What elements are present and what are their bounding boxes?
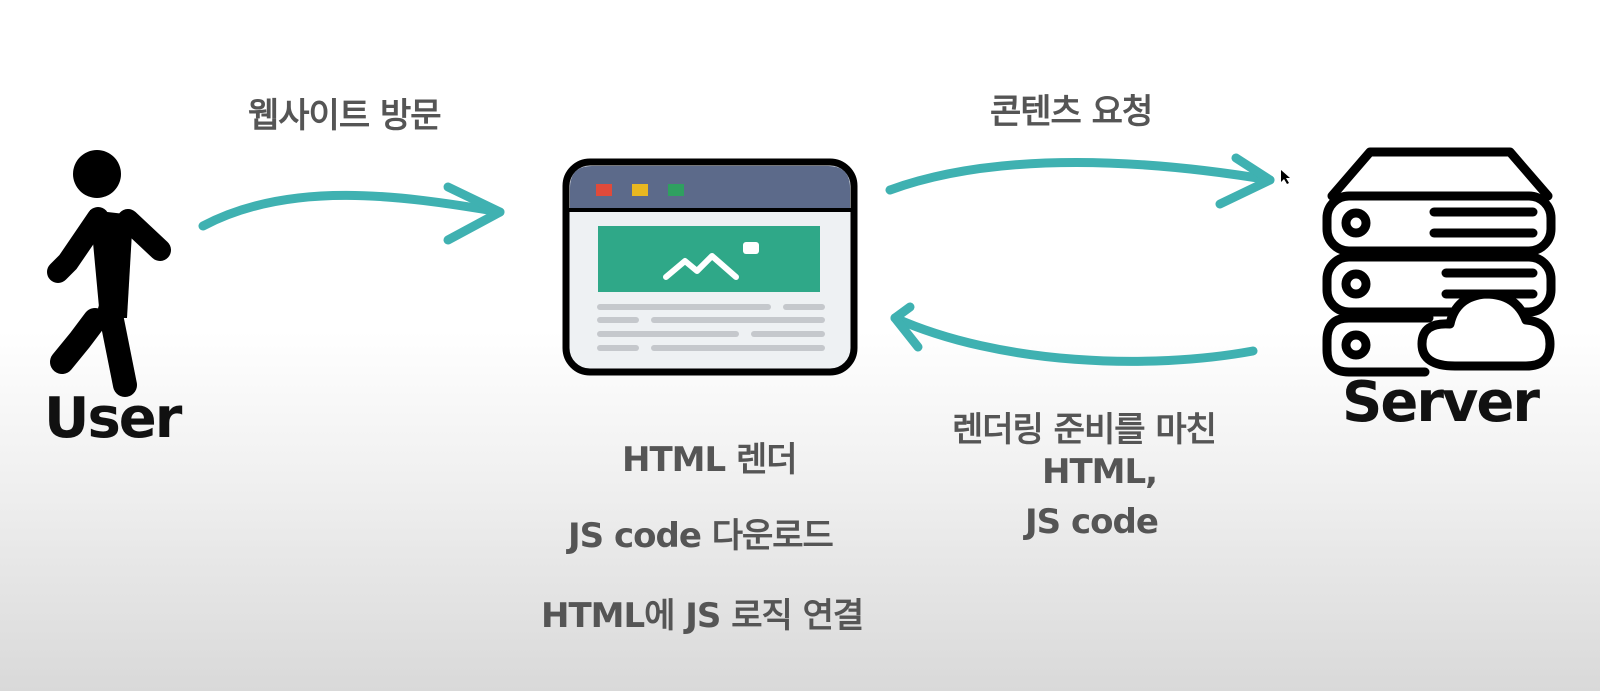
arrow-user-to-browser	[198, 182, 505, 245]
server-label: Server	[1342, 370, 1540, 435]
arrow-browser-to-server	[885, 153, 1275, 209]
response-label-line2: HTML,	[1042, 452, 1158, 492]
response-label-line1: 렌더링 준비를 마친	[952, 410, 1217, 450]
step-html-render: HTML 렌더	[622, 440, 798, 480]
arrow-server-to-browser	[890, 302, 1258, 366]
response-label-line3: JS code	[1025, 502, 1159, 542]
step-js-hydration: HTML에 JS 로직 연결	[541, 596, 864, 636]
server-cloud-icon	[1322, 147, 1556, 377]
request-label: 콘텐츠 요청	[990, 92, 1153, 132]
walking-person-icon	[47, 150, 171, 397]
visit-label: 웹사이트 방문	[248, 96, 442, 136]
browser-window-icon	[562, 158, 858, 376]
user-label: User	[44, 386, 182, 451]
mouse-cursor-icon	[1281, 170, 1290, 184]
step-js-download: JS code 다운로드	[568, 516, 834, 556]
